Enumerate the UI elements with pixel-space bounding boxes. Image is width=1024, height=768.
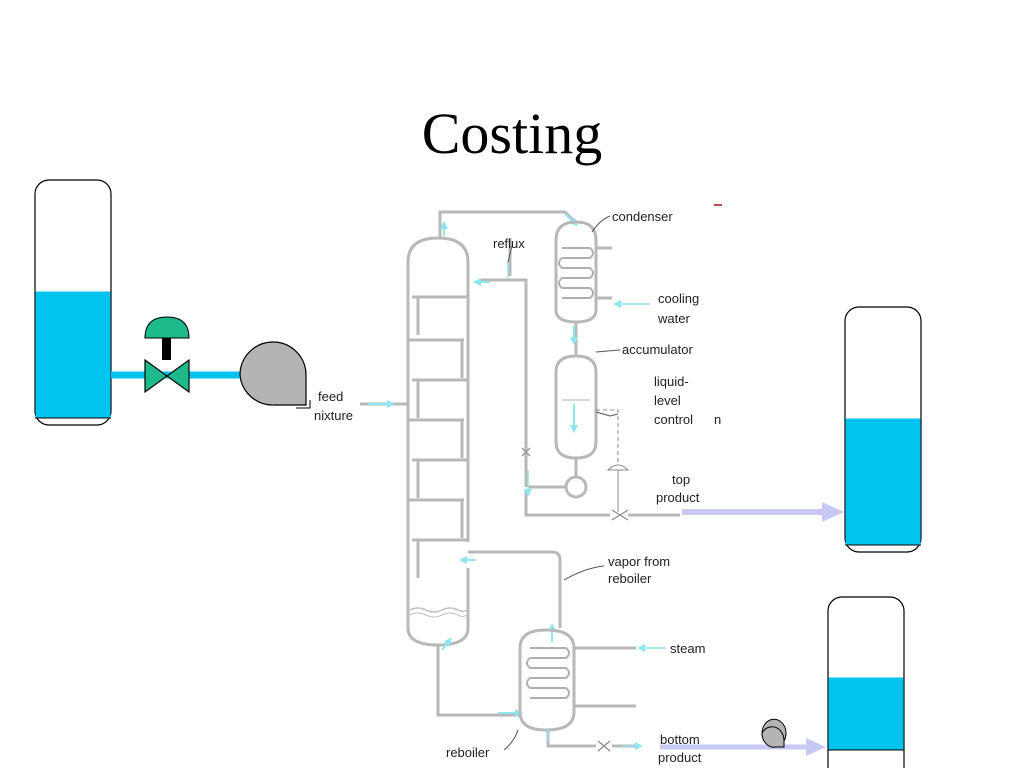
feed-tank <box>34 179 112 426</box>
top-product-tank-liquid <box>845 418 921 545</box>
slide-title: Costing <box>421 101 603 166</box>
control-valve-icon[interactable] <box>144 316 190 394</box>
bottom-product-tank <box>827 596 905 768</box>
label-accumulator: accumulator <box>622 342 693 357</box>
label-bottom: bottom <box>660 732 700 747</box>
label-cooling: cooling <box>658 291 699 306</box>
label-feed: feed <box>318 389 343 404</box>
label-level: level <box>654 393 681 408</box>
label-mixture: nixture <box>314 408 353 423</box>
bottom-pump-icon[interactable] <box>761 718 787 748</box>
feed-tank-liquid <box>35 291 111 418</box>
label-top: top <box>672 472 690 487</box>
label-vapor-reboiler: reboiler <box>608 571 652 586</box>
bottom-product-tank-liquid <box>828 677 904 750</box>
label-stray-n: n <box>714 412 721 427</box>
label-control: control <box>654 412 693 427</box>
accumulator <box>554 354 598 460</box>
reboiler <box>518 628 636 732</box>
label-steam: steam <box>670 641 705 656</box>
label-water: water <box>657 311 690 326</box>
label-reflux: reflux <box>493 236 525 251</box>
top-product-tank <box>844 306 922 553</box>
label-top-product: product <box>656 490 700 505</box>
condenser <box>554 220 612 324</box>
distillation-column <box>406 236 470 647</box>
label-bottom-product: product <box>658 750 702 765</box>
feed-pump-icon[interactable] <box>239 341 311 409</box>
label-reboiler: reboiler <box>446 745 490 760</box>
label-vapor-from: vapor from <box>608 554 670 569</box>
label-condenser: condenser <box>612 209 673 224</box>
label-liquid: liquid- <box>654 374 689 389</box>
